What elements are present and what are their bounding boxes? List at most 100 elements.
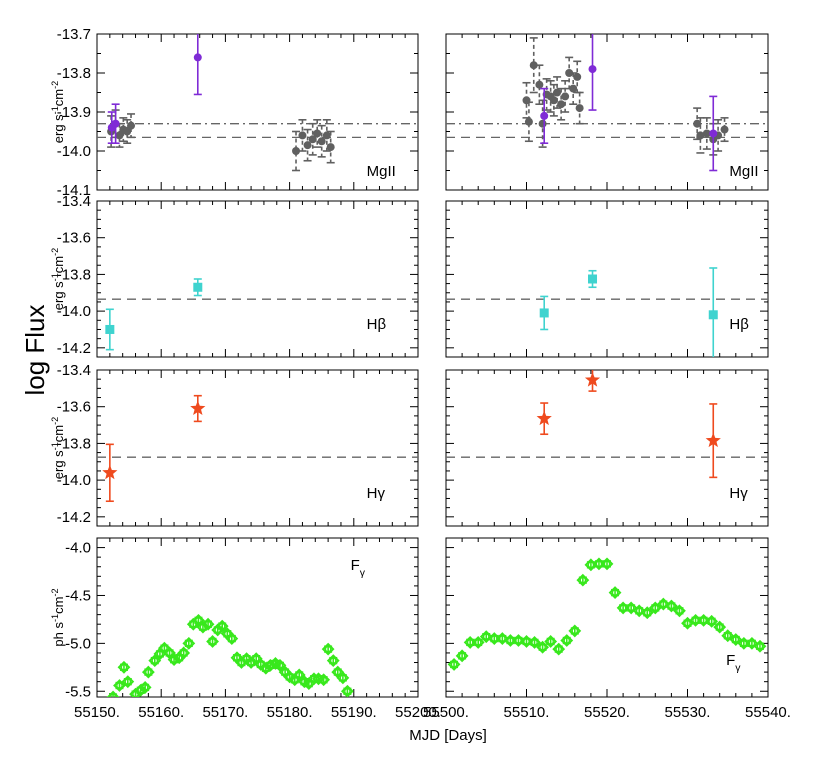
marker-ring xyxy=(224,630,231,638)
marker-ring xyxy=(547,638,554,645)
data-point xyxy=(600,557,614,571)
marker-circle xyxy=(326,143,335,152)
y-tick-label: -5.0 xyxy=(65,635,91,652)
marker-circle xyxy=(308,135,317,144)
marker-circle xyxy=(573,72,582,81)
marker-diamond xyxy=(697,613,711,627)
marker-diamond xyxy=(528,635,541,649)
marker-ring xyxy=(324,645,332,653)
marker-diamond xyxy=(705,614,719,628)
marker-ring xyxy=(329,657,337,664)
data-point xyxy=(540,87,549,144)
marker-circle xyxy=(535,80,544,89)
marker-ring xyxy=(611,589,619,596)
marker-circle xyxy=(557,100,566,109)
y-tick-label: -14.0 xyxy=(57,143,91,160)
data-point xyxy=(479,630,493,644)
marker-circle xyxy=(540,111,549,120)
data-point xyxy=(697,613,711,627)
data-point xyxy=(544,635,558,648)
x-tick-label: 55150. xyxy=(74,704,120,721)
marker-ring xyxy=(166,649,173,657)
marker-diamond xyxy=(745,636,759,650)
panel-label: Fγ xyxy=(351,557,366,579)
marker-ring xyxy=(141,684,149,691)
marker-ring xyxy=(295,671,303,679)
marker-diamond xyxy=(117,660,131,674)
marker-diamond xyxy=(568,624,582,638)
marker-diamond xyxy=(512,634,525,647)
data-point xyxy=(326,130,335,164)
x-axis-label: MJD [Days] xyxy=(409,727,487,744)
marker-ring xyxy=(156,650,164,658)
data-point xyxy=(538,99,547,148)
marker-diamond xyxy=(560,634,574,647)
data-point xyxy=(193,34,202,96)
marker-circle xyxy=(317,137,326,146)
panel-hb-right: Hβ xyxy=(445,200,769,358)
marker-ring xyxy=(756,642,764,650)
marker-diamond xyxy=(753,639,767,653)
marker-diamond xyxy=(317,673,331,687)
data-point xyxy=(322,119,331,152)
y-tick-label: -13.4 xyxy=(57,193,91,210)
data-point xyxy=(624,601,638,615)
data-point xyxy=(292,130,301,172)
marker-ring xyxy=(320,676,327,684)
plot-area xyxy=(102,394,206,503)
x-tick-label: 55190. xyxy=(331,704,377,721)
marker-circle xyxy=(524,117,533,126)
data-point xyxy=(720,117,729,143)
data-point xyxy=(182,636,196,650)
marker-diamond xyxy=(134,683,148,697)
data-point xyxy=(113,679,126,692)
data-point xyxy=(317,673,331,687)
marker-diamond xyxy=(632,604,646,618)
data-point xyxy=(201,617,215,631)
marker-diamond xyxy=(721,629,735,643)
marker-ring xyxy=(635,607,643,615)
panel-frame xyxy=(96,537,419,698)
y-tick-label: -13.8 xyxy=(57,435,91,452)
marker-ring xyxy=(339,674,347,682)
marker-ring xyxy=(627,604,635,612)
x-tick-label: 55180. xyxy=(267,704,313,721)
y-tick-label: -13.8 xyxy=(57,65,91,82)
data-point xyxy=(693,107,702,141)
data-point xyxy=(702,117,711,150)
data-point xyxy=(673,604,686,618)
x-tick-label: 55510. xyxy=(504,704,550,721)
x-tick-label: 55530. xyxy=(665,704,711,721)
panel-label: Hβ xyxy=(367,316,387,333)
marker-circle xyxy=(292,147,301,155)
data-point xyxy=(705,403,721,479)
marker-diamond xyxy=(273,658,287,672)
x-tick-label: 55160. xyxy=(138,704,184,721)
marker-ring xyxy=(305,680,313,687)
y-tick-label: -13.7 xyxy=(57,26,91,43)
panel-frame xyxy=(445,33,769,191)
data-point xyxy=(536,402,552,436)
marker-diamond xyxy=(608,586,622,600)
x-tick-label: 55520. xyxy=(584,704,630,721)
marker-ring xyxy=(281,668,289,676)
marker-ring xyxy=(291,676,299,684)
data-point xyxy=(298,119,307,152)
data-point xyxy=(568,624,582,638)
marker-diamond xyxy=(624,601,638,615)
data-point xyxy=(524,101,533,143)
marker-diamond xyxy=(600,557,614,571)
data-point xyxy=(664,599,678,613)
data-point xyxy=(321,642,335,656)
marker-ring xyxy=(109,693,117,697)
y-tick-label: -13.6 xyxy=(57,230,91,247)
marker-diamond xyxy=(664,599,678,613)
panel-frame xyxy=(96,369,419,527)
data-point xyxy=(471,635,485,649)
panel-frame xyxy=(445,369,769,527)
data-point xyxy=(753,639,767,653)
marker-star xyxy=(536,410,552,426)
data-point xyxy=(303,128,312,162)
